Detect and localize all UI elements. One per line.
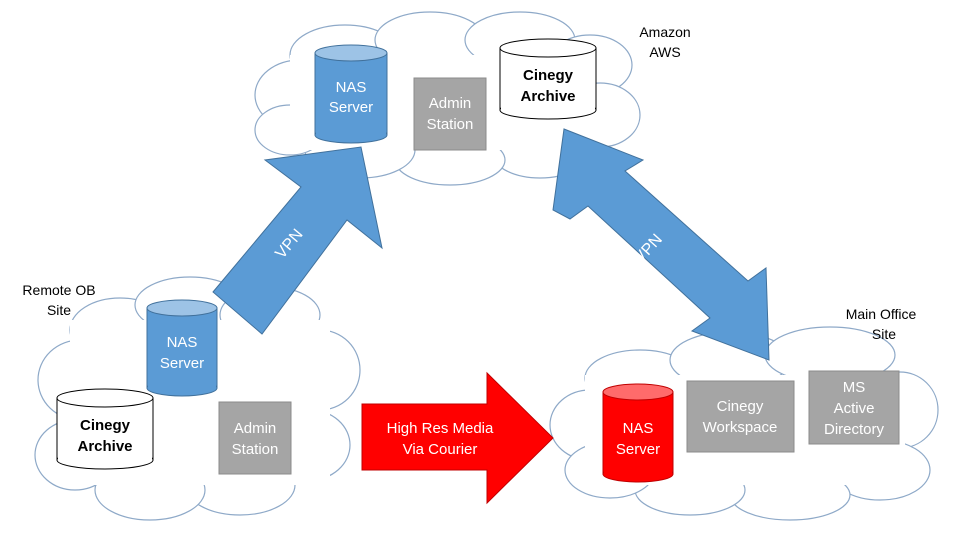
main-ad-label-3: Directory — [824, 421, 885, 438]
main-ad-label-2: Active — [834, 400, 875, 417]
remote-cinegy-archive[interactable]: Cinegy Archive — [56, 388, 154, 470]
courier-label-2: Via Courier — [403, 441, 478, 458]
main-nas-server[interactable]: NAS Server — [602, 383, 674, 483]
main-cinegy-workspace[interactable]: Cinegy Workspace — [686, 380, 795, 453]
main-site-label-2: Site — [871, 326, 896, 342]
main-site-label-1: Main Office — [845, 306, 917, 322]
aws-archive-label-2: Archive — [520, 88, 575, 105]
remote-archive-label-1: Cinegy — [80, 417, 131, 434]
aws-admin-label-1: Admin — [429, 95, 472, 112]
main-workspace-label-2: Workspace — [703, 419, 778, 436]
main-site-label: Main Office Site — [826, 304, 936, 344]
aws-admin-label-2: Station — [427, 116, 474, 133]
main-workspace-label-1: Cinegy — [717, 398, 764, 415]
main-nas-label-2: Server — [616, 441, 660, 458]
aws-cinegy-archive[interactable]: Cinegy Archive — [499, 38, 597, 120]
remote-nas-label-1: NAS — [167, 334, 198, 351]
main-ad-label-1: MS — [843, 379, 866, 396]
courier-arrow: High Res Media Via Courier — [361, 371, 554, 505]
aws-site-label-1: Amazon — [639, 24, 691, 40]
vpn-right-arrow: VPN — [552, 128, 770, 361]
aws-nas-server[interactable]: NAS Server — [314, 44, 388, 144]
courier-label-1: High Res Media — [387, 420, 494, 437]
main-ms-active-directory[interactable]: MS Active Directory — [808, 370, 900, 445]
remote-site-label-2: Site — [46, 302, 72, 318]
main-nas-label-1: NAS — [623, 420, 654, 437]
aws-nas-label-1: NAS — [336, 79, 367, 96]
aws-site-label: Amazon AWS — [630, 22, 700, 62]
remote-nas-label-2: Server — [160, 355, 204, 372]
remote-admin-station[interactable]: Admin Station — [218, 401, 292, 475]
aws-nas-label-2: Server — [329, 99, 373, 116]
aws-site-label-2: AWS — [649, 44, 681, 60]
remote-site-label: Remote OB Site — [14, 280, 104, 320]
remote-site-label-1: Remote OB — [22, 282, 96, 298]
remote-admin-label-1: Admin — [234, 420, 277, 437]
remote-nas-server[interactable]: NAS Server — [146, 299, 218, 397]
aws-admin-station[interactable]: Admin Station — [413, 77, 487, 151]
remote-archive-label-2: Archive — [77, 438, 132, 455]
vpn-left-arrow: VPN — [212, 146, 383, 335]
remote-admin-label-2: Station — [232, 441, 279, 458]
aws-archive-label-1: Cinegy — [523, 67, 574, 84]
